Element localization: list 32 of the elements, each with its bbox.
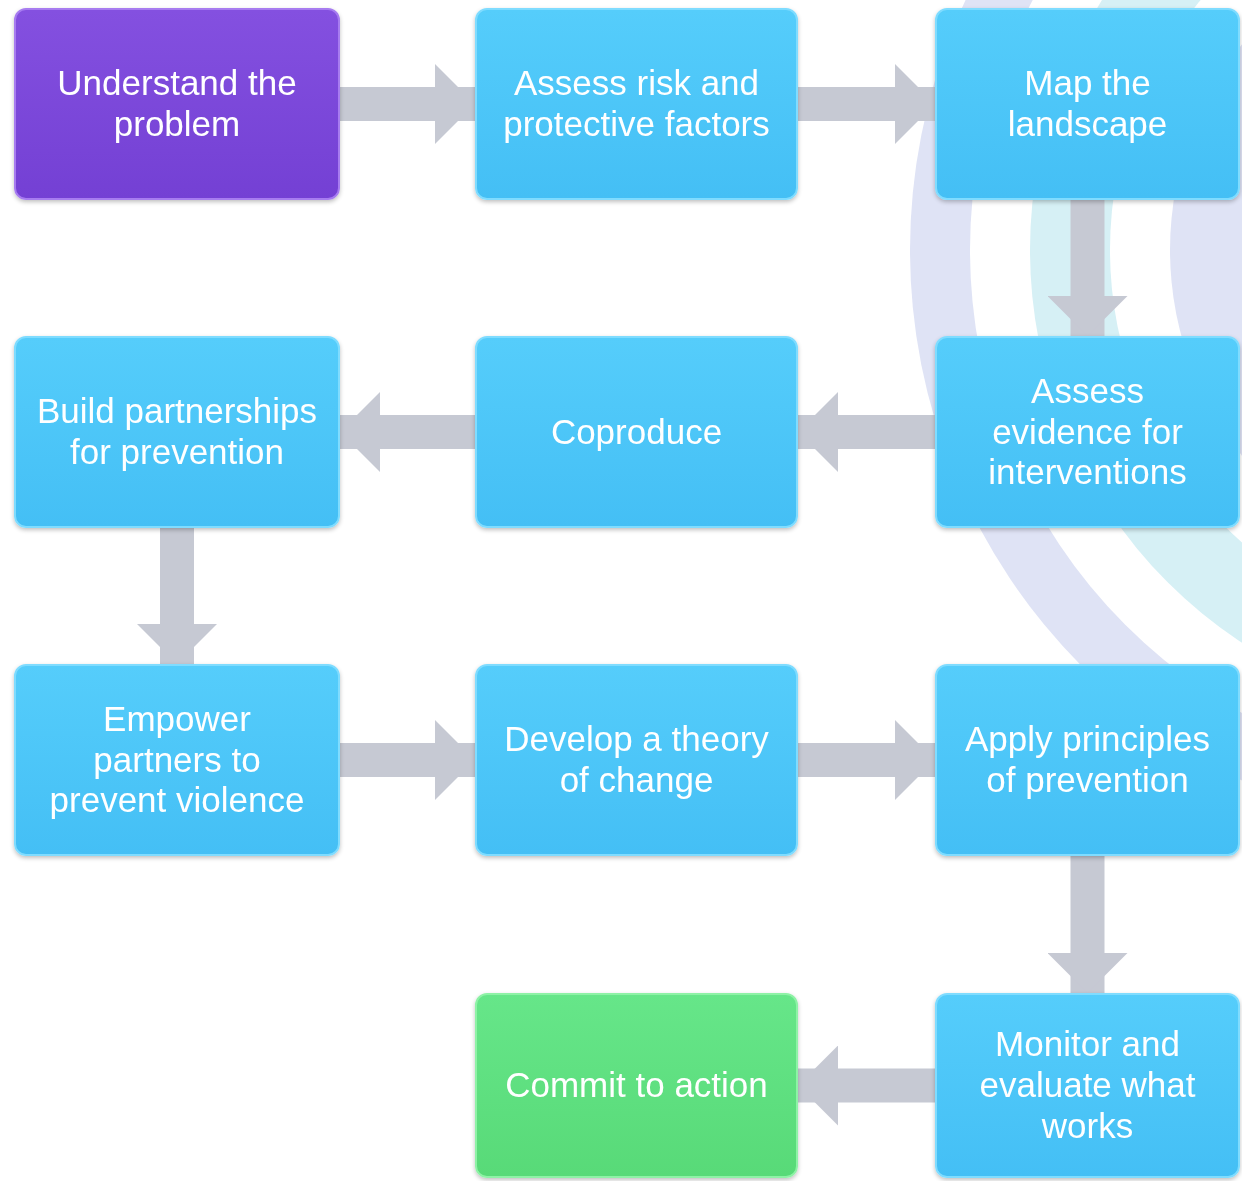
process-box [475,336,798,528]
block-arrow [798,64,935,144]
step-label: Coproduce [550,411,723,453]
process-box [14,664,340,856]
block-arrow [798,1045,935,1126]
block-arrow [1047,856,1128,993]
process-box [475,664,798,856]
process-box [14,8,340,200]
process-box [935,336,1240,528]
block-arrow [798,392,935,472]
process-box [14,336,340,528]
step-label: Monitor and evaluate what works [978,1024,1197,1147]
block-arrow [340,720,475,800]
block-arrow [340,392,475,472]
block-arrow [798,720,935,800]
process-box [935,664,1240,856]
block-arrow [1047,200,1128,336]
block-arrow [137,528,217,664]
step-label: Understand the problem [56,63,298,145]
step-label: Assess evidence for interventions [987,370,1188,494]
process-box [475,8,798,200]
step-label: Assess risk and protective factors [502,63,771,145]
step-label: Commit to action [505,1065,768,1106]
step-label: Build partnerships for prevention [36,391,318,473]
step-label: Map the landscape [1006,63,1169,145]
process-box [475,993,798,1178]
step-label: Apply principles of prevention [963,719,1212,801]
step-label: Empower partners to prevent violence [48,698,306,822]
step-label: Develop a theory of change [503,719,770,801]
block-arrow [340,64,475,144]
process-box [935,8,1240,200]
process-box [935,993,1240,1178]
